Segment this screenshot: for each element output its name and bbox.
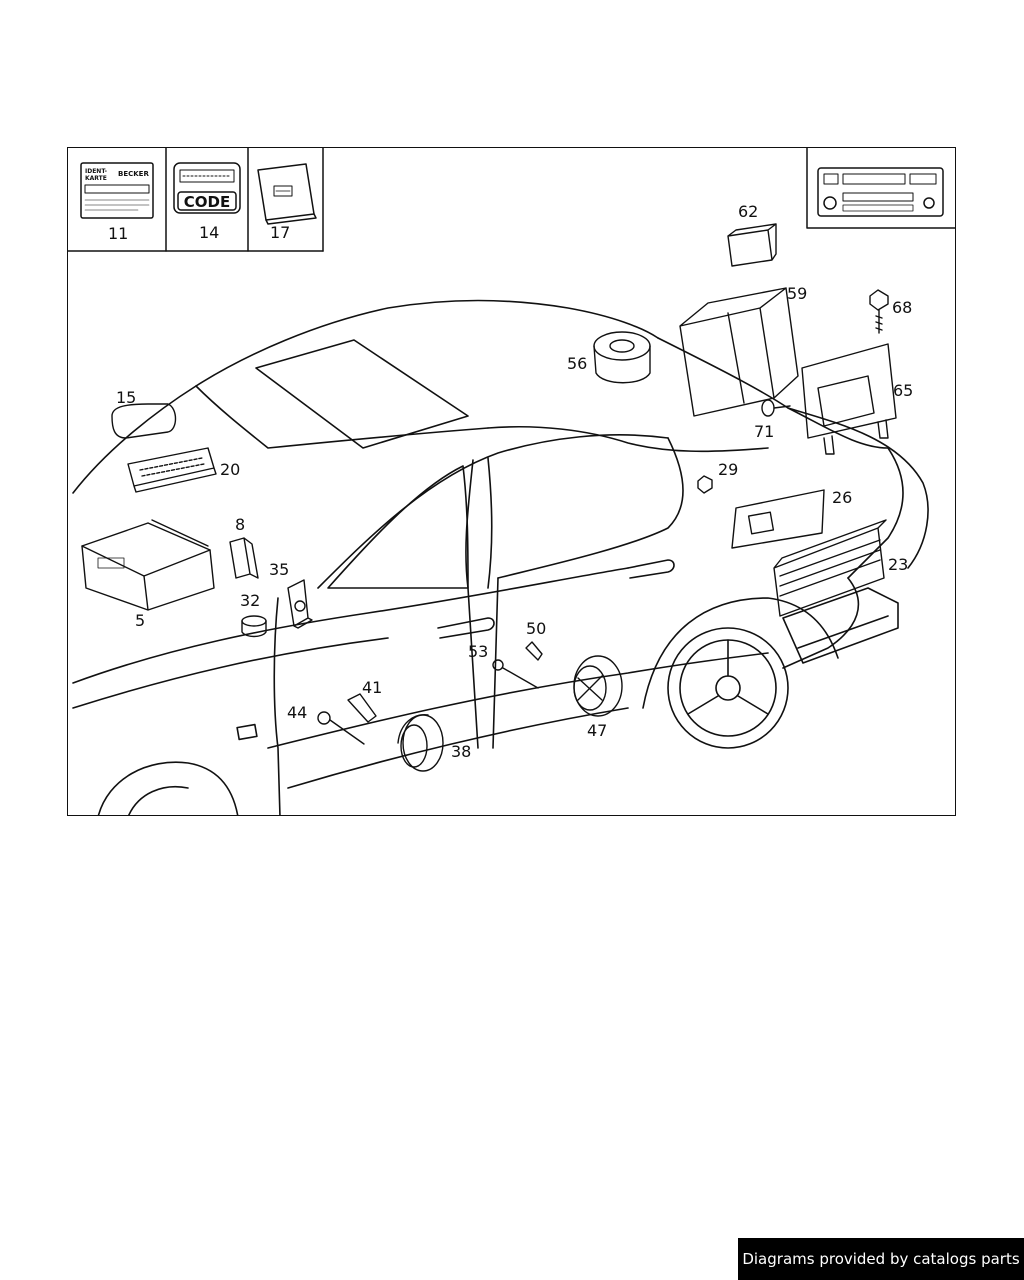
callout-44: 44 <box>287 703 308 722</box>
part-8-switch <box>229 537 259 579</box>
part-38-speaker <box>397 714 444 772</box>
callout-8: 8 <box>235 515 246 534</box>
code-card-text: CODE <box>184 193 230 211</box>
callout-35: 35 <box>269 560 290 579</box>
radio-inset <box>806 148 955 229</box>
part-32-knob <box>241 615 267 638</box>
part-26-bracket <box>731 489 825 549</box>
code-card-illustration: CODE <box>173 162 241 214</box>
callout-32: 32 <box>240 591 261 610</box>
callout-71: 71 <box>754 422 775 441</box>
callout-23: 23 <box>888 555 909 574</box>
ident-card-illustration: IDENT- KARTE BECKER <box>80 162 154 219</box>
part-5-radio-unit <box>81 519 215 611</box>
ident-card-text-1: IDENT- <box>85 168 108 175</box>
callout-26: 26 <box>832 488 853 507</box>
callout-17: 17 <box>270 223 291 242</box>
callout-56: 56 <box>567 354 588 373</box>
callout-15: 15 <box>116 388 137 407</box>
part-29-nut <box>697 475 713 494</box>
part-50-clip <box>525 641 543 661</box>
callout-59: 59 <box>787 284 808 303</box>
component-illustrations <box>81 223 897 772</box>
callout-47: 47 <box>587 721 608 740</box>
part-35-speaker-housing <box>287 579 313 629</box>
part-56-speaker <box>593 331 651 384</box>
part-15-cover <box>111 403 177 439</box>
part-59-control-unit <box>679 287 799 417</box>
part-68-bolt <box>869 289 889 334</box>
part-71-screw <box>761 399 791 417</box>
callout-14: 14 <box>199 223 220 242</box>
part-47-speaker <box>573 655 623 717</box>
part-44-screw <box>317 711 365 745</box>
callout-11: 11 <box>108 224 129 243</box>
callout-20: 20 <box>220 460 241 479</box>
part-41-clip <box>347 693 377 723</box>
part-65-bracket <box>801 343 897 439</box>
callout-68: 68 <box>892 298 913 317</box>
ident-card-text-2: KARTE <box>85 175 107 182</box>
parts-diagram: IDENT- KARTE BECKER CODE <box>68 148 955 815</box>
part-53-screw <box>492 659 539 689</box>
callout-65: 65 <box>893 381 914 400</box>
manual-booklet-illustration <box>257 163 317 225</box>
part-23-amplifier <box>773 519 887 617</box>
callout-29: 29 <box>718 460 739 479</box>
callout-53: 53 <box>468 642 489 661</box>
part-20-remote <box>127 447 217 493</box>
car-outline <box>72 299 929 815</box>
parts-diagram-frame: IDENT- KARTE BECKER CODE <box>67 147 956 816</box>
footer-banner: Diagrams provided by catalogs parts <box>738 1238 1024 1280</box>
inset-boxes <box>68 148 324 252</box>
callout-62: 62 <box>738 202 759 221</box>
callout-5: 5 <box>135 611 146 630</box>
callout-41: 41 <box>362 678 383 697</box>
ident-card-brand: BECKER <box>118 170 149 178</box>
callout-38: 38 <box>451 742 472 761</box>
callout-50: 50 <box>526 619 547 638</box>
part-62-module <box>727 223 777 267</box>
